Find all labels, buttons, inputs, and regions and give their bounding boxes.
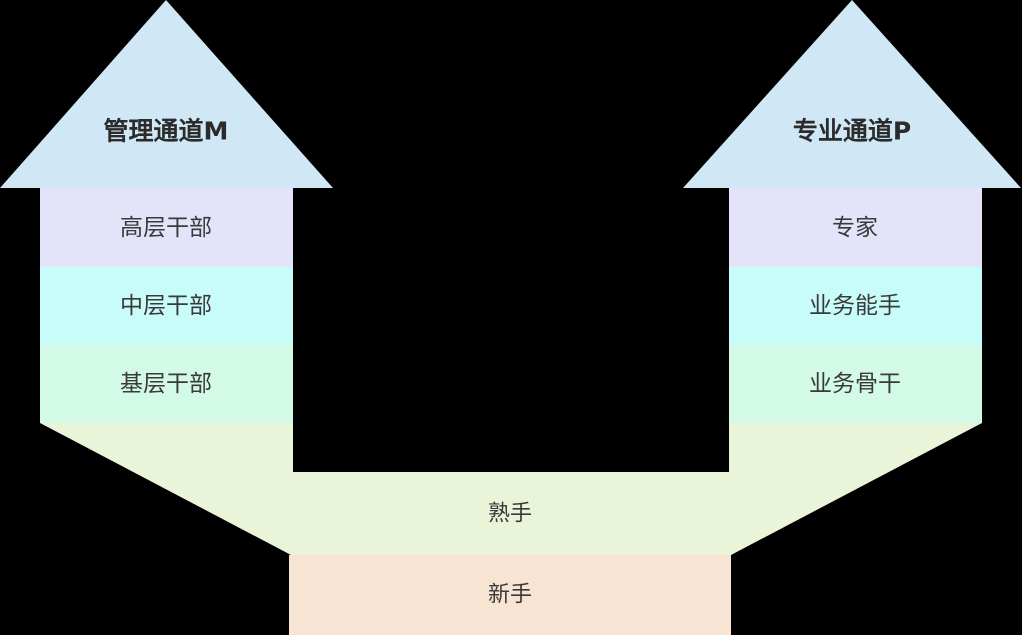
left-tier-low-label: 基层干部 xyxy=(120,371,212,397)
left-tier-low xyxy=(40,345,293,423)
right-channel-title: 专业通道P xyxy=(793,117,911,146)
left-tier-mid xyxy=(40,267,293,345)
left-tier-mid-label: 中层干部 xyxy=(120,293,212,319)
right-tier-top xyxy=(729,188,982,267)
right-tier-low-label: 业务骨干 xyxy=(809,371,901,397)
left-tier-top-label: 高层干部 xyxy=(120,215,212,241)
right-tier-low xyxy=(729,345,982,423)
novice-band xyxy=(289,555,731,635)
left-channel-title: 管理通道M xyxy=(104,117,229,146)
right-tier-mid-label: 业务能手 xyxy=(809,293,901,319)
right-arrowhead xyxy=(683,0,1021,188)
left-tier-top xyxy=(40,188,293,267)
left-arrowhead xyxy=(0,0,333,188)
right-tier-mid xyxy=(729,267,982,345)
right-tier-top-label: 专家 xyxy=(832,215,878,241)
skilled-band xyxy=(40,423,982,555)
novice-band-label: 新手 xyxy=(488,583,532,608)
skilled-band-label: 熟手 xyxy=(488,502,532,527)
